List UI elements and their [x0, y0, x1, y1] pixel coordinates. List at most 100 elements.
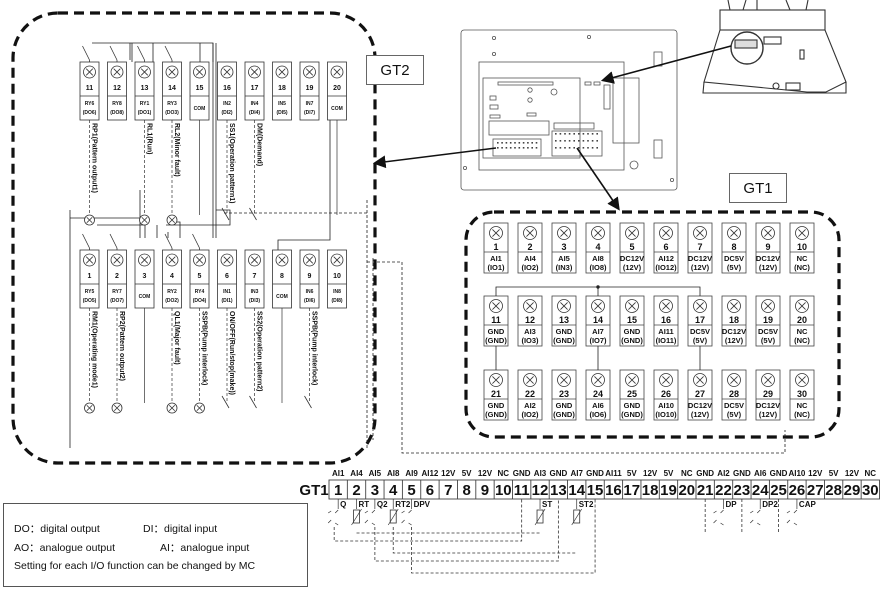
terminal-number: 19 [306, 85, 314, 92]
lamp-icon [111, 402, 123, 414]
terminal-code: AI8 [592, 254, 604, 263]
terminal-number: 26 [661, 389, 671, 399]
lamp-icon [795, 373, 809, 387]
terminal-code: AI5 [558, 254, 570, 263]
thermistor-sensor: RT [351, 499, 369, 526]
relay-contact [82, 45, 90, 61]
arrow-unit-to-board [600, 45, 732, 84]
lamp-icon [220, 65, 234, 79]
pressure-sensor: Q2 [364, 499, 388, 526]
lamp-icon [193, 253, 206, 267]
strip-terminal-label: 5V [664, 469, 674, 478]
terminal-number: 10 [333, 273, 341, 280]
terminal-sub: (DO4) [193, 298, 207, 304]
strip-terminal-number: 14 [568, 482, 585, 499]
terminal-code: COM [194, 106, 206, 112]
connector-pin [573, 140, 575, 142]
connector-pin [564, 147, 566, 149]
terminal-code: RY2 [167, 289, 177, 295]
terminal-number: 9 [765, 242, 770, 252]
terminal-code: DC12V [688, 401, 712, 410]
gt1-bus-line [495, 346, 701, 370]
connector-pin [518, 147, 521, 149]
strip-terminal-number: 6 [426, 482, 434, 499]
strip-terminal-number: 27 [807, 482, 824, 499]
lamp-icon [194, 402, 205, 414]
connector-pin [568, 147, 571, 149]
strip-terminal-number: 28 [825, 482, 842, 499]
pressure-sensor-icon [786, 509, 798, 526]
terminal-number: 24 [593, 389, 603, 399]
connector-pin [555, 147, 557, 149]
terminal-sub: (DO7) [110, 298, 124, 304]
lamp-icon [110, 253, 124, 267]
pressure-sensor-icon [327, 509, 339, 526]
function-label: RL2(Minor fault) [173, 123, 180, 177]
terminal-code: RY5 [85, 289, 95, 295]
connector-pin [497, 147, 499, 149]
strip-terminal-number: 24 [752, 482, 769, 499]
strip-terminal-label: AI4 [350, 469, 363, 478]
lamp-icon [557, 373, 571, 387]
terminal-sub: (12V) [623, 263, 642, 272]
switch-contact [221, 395, 230, 409]
strip-terminal-number: 20 [678, 482, 695, 499]
lamp-icon [727, 373, 741, 387]
strip-terminal-number: 16 [605, 482, 622, 499]
strip-terminal-label: AI10 [788, 469, 805, 478]
terminal-code: NC [797, 401, 808, 410]
connector-pin [535, 147, 538, 149]
strip-terminal-number: 10 [495, 482, 512, 499]
strip-terminal-label: 12V [845, 469, 860, 478]
terminal-sub: (DI5) [276, 110, 287, 116]
lamp-icon [761, 299, 775, 313]
terminal-code: DC12V [756, 254, 780, 263]
lamp-icon [795, 299, 809, 313]
terminal-number: 12 [525, 315, 535, 325]
lamp-icon [591, 373, 605, 387]
terminal-code: AI1 [490, 254, 502, 263]
strip-terminal-label: AI9 [405, 469, 418, 478]
terminal-code: RY8 [112, 101, 122, 107]
lamp-icon [83, 65, 96, 79]
sensor-label: DP2 [762, 500, 778, 509]
strip-terminal-number: 3 [371, 482, 379, 499]
terminal-sub: (12V) [691, 263, 710, 272]
strip-terminal-label: 5V [829, 469, 839, 478]
lamp-icon [138, 65, 151, 79]
pressure-sensor: DP2 [749, 499, 778, 526]
terminal-sub: (IO3) [521, 336, 539, 345]
gt1-tag-label: GT1 [743, 179, 773, 197]
terminal-sub: (GND) [485, 336, 507, 345]
switch-contact [304, 395, 312, 409]
sensor-label: ST [542, 500, 552, 509]
terminal-sub: (IO2) [521, 263, 539, 272]
terminal-number: 30 [797, 389, 807, 399]
relay-contact [109, 233, 118, 249]
connector-pin [518, 142, 521, 144]
lamp-icon [727, 226, 741, 240]
strip-terminal-label: GND [733, 469, 751, 478]
legend-di: DI：digital input [143, 523, 218, 535]
function-label: QL1(Major fault) [173, 311, 180, 365]
strip-terminal-label: 12V [478, 469, 493, 478]
lamp-icon [625, 226, 639, 240]
connector-pin [555, 140, 557, 142]
thermistor-sensor: RT2 [387, 499, 411, 526]
strip-terminal-number: 4 [389, 482, 398, 499]
relay-contact [164, 45, 173, 61]
terminal-sub: (NC) [794, 263, 810, 272]
connector-pin [514, 142, 516, 144]
strip-terminal-label: AI11 [605, 469, 622, 478]
legend-do: DO：digital output [14, 523, 100, 535]
lamp-icon [659, 299, 673, 313]
terminal-sub: (5V) [727, 410, 742, 419]
